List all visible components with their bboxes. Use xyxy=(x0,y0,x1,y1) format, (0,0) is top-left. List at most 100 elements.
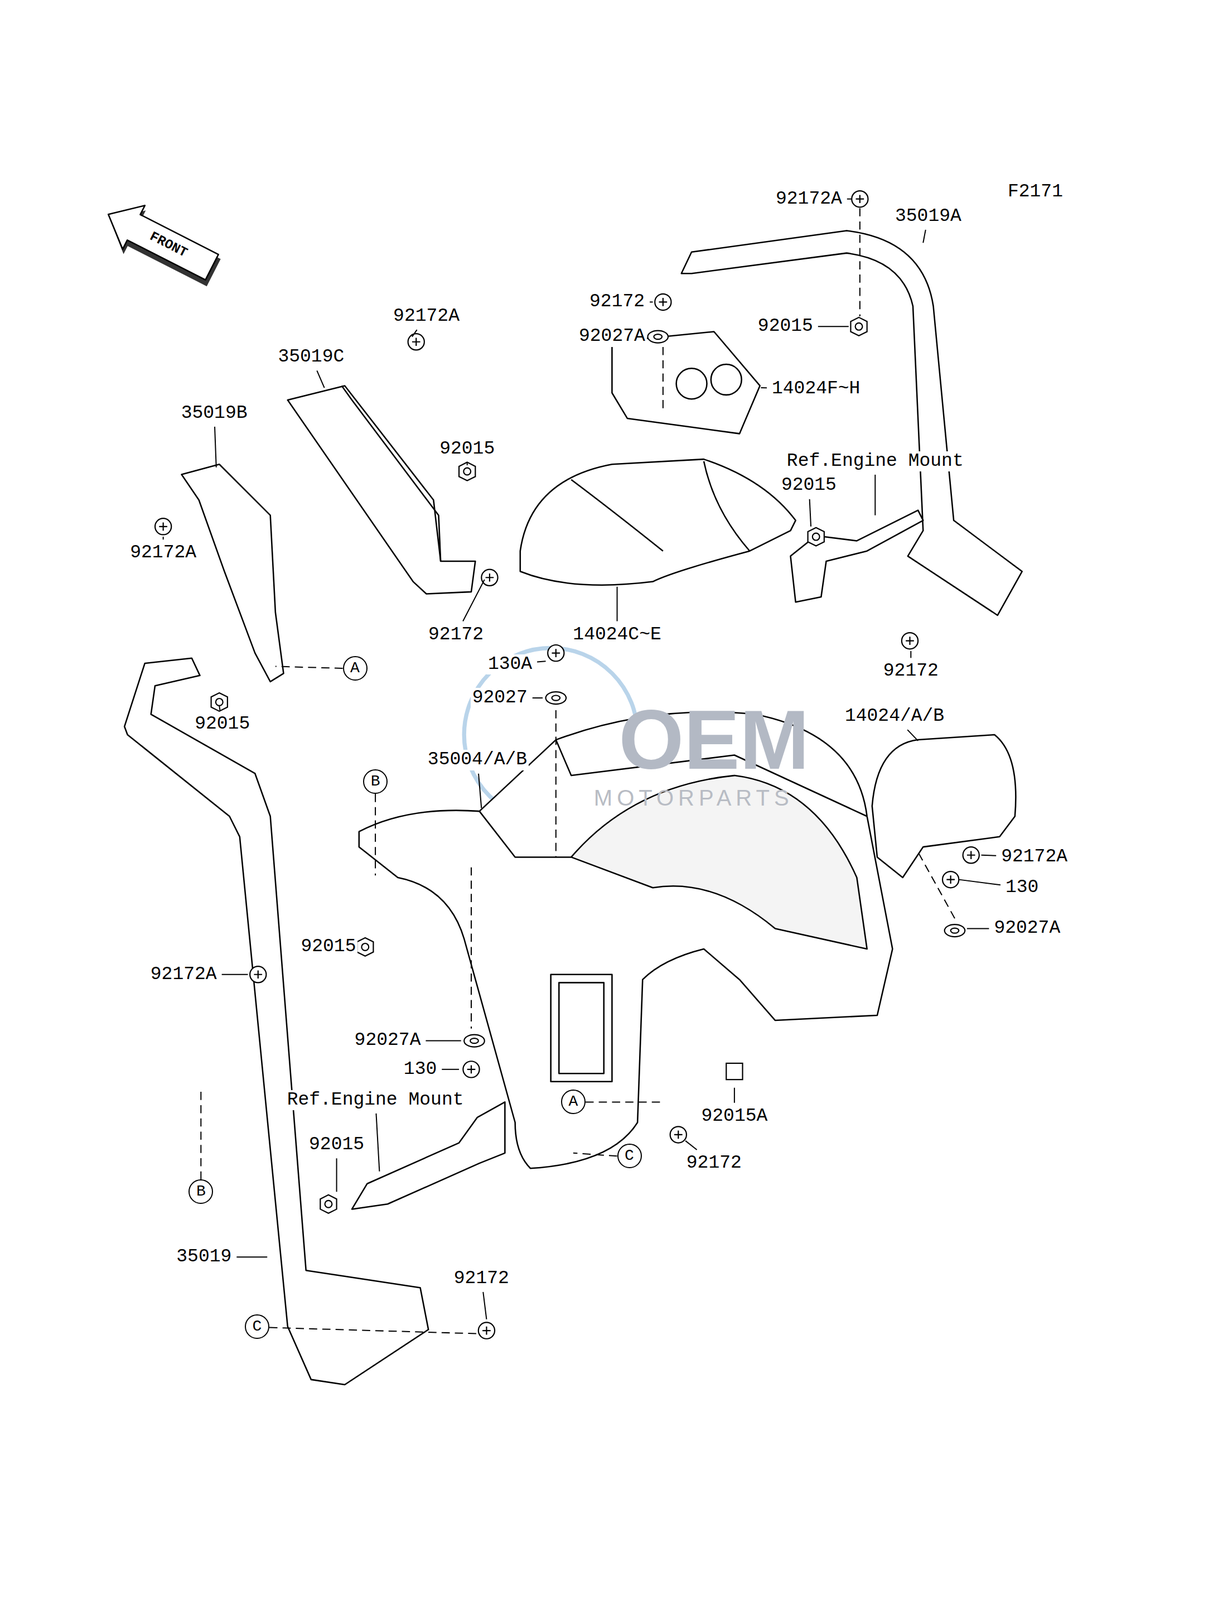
leader-line xyxy=(425,1040,461,1042)
dashed-line xyxy=(470,867,472,1029)
reference-letter: B xyxy=(370,773,381,790)
leader-line xyxy=(922,229,926,243)
part-number: 35019B xyxy=(179,403,250,424)
nut xyxy=(458,462,476,481)
leader-line xyxy=(958,879,1001,886)
bolt-cross xyxy=(674,1130,683,1139)
bolt-cross xyxy=(552,648,561,657)
dashed-line xyxy=(200,1091,202,1179)
fastener xyxy=(458,462,476,481)
part-number: 14024F~H xyxy=(770,378,862,399)
bolt-head xyxy=(851,190,868,207)
bolt-head xyxy=(654,293,671,311)
fastener xyxy=(654,293,671,311)
bolt-head xyxy=(249,965,267,983)
bolt-head xyxy=(462,1060,480,1077)
bolt-head xyxy=(963,846,980,863)
fastener xyxy=(851,190,868,207)
fastener xyxy=(726,1062,743,1080)
reference-circle: C xyxy=(244,1313,270,1339)
bolt-cross xyxy=(856,194,865,203)
fastener xyxy=(320,1194,337,1213)
nut xyxy=(808,527,825,546)
leader-line xyxy=(760,387,767,389)
part-number: 92172 xyxy=(587,291,647,312)
leader-line xyxy=(874,474,876,516)
part-number: 92015 xyxy=(756,316,815,337)
part-number: 92172 xyxy=(684,1152,744,1173)
nut-hole xyxy=(215,698,224,706)
washer-hole xyxy=(950,927,960,934)
dashed-line xyxy=(585,1100,666,1102)
dashed-line xyxy=(275,665,343,669)
fastener xyxy=(545,691,567,704)
fastener xyxy=(408,333,425,350)
reference-letter: B xyxy=(196,1183,206,1200)
engine-mount-bracket xyxy=(351,1101,505,1209)
watermark: MOTORPARTS xyxy=(593,785,794,810)
bolt-head xyxy=(901,632,918,649)
part-number: 92172A xyxy=(128,542,198,563)
leader-line xyxy=(466,462,468,466)
leader-line xyxy=(733,1087,736,1103)
part-number: 130A xyxy=(486,654,534,675)
bolt-cross xyxy=(967,850,976,859)
side-cover xyxy=(287,385,476,594)
watermark: OEM xyxy=(618,693,810,786)
leader-line xyxy=(412,329,418,337)
nut xyxy=(850,317,867,336)
bolt-head xyxy=(155,518,172,535)
part-number: 14024C~E xyxy=(571,624,663,645)
nut xyxy=(320,1194,337,1213)
washer xyxy=(647,330,669,343)
part-number: 92172 xyxy=(452,1268,511,1289)
bolt-cross xyxy=(412,337,421,346)
part-number: 92172A xyxy=(999,846,1070,867)
part-number: 14024/A/B xyxy=(843,706,946,727)
part-number: 92172 xyxy=(426,624,486,645)
side-cover-edge xyxy=(341,385,441,562)
fastener xyxy=(463,1034,485,1047)
washer xyxy=(463,1034,485,1047)
tray-hole xyxy=(676,368,708,399)
nut-hole xyxy=(463,467,471,476)
fastener xyxy=(249,965,267,983)
fastener xyxy=(155,518,172,535)
part-number: 92027A xyxy=(353,1030,423,1051)
bolt-cross xyxy=(482,1326,491,1335)
part-number: 35019C xyxy=(276,346,346,367)
leader-line xyxy=(316,370,325,388)
part-number: 92015 xyxy=(437,438,497,459)
dashed-line xyxy=(374,793,376,876)
bolt-head xyxy=(408,333,425,350)
leader-line xyxy=(162,536,164,540)
bolt-cross xyxy=(905,636,915,645)
washer-hole xyxy=(653,334,662,340)
part-number: 92015 xyxy=(298,936,358,957)
part-number: Ref.Engine Mount xyxy=(785,451,966,472)
parts xyxy=(95,192,1023,1385)
fastener xyxy=(670,1125,687,1143)
mud-flap-left xyxy=(124,658,429,1385)
fastener xyxy=(211,692,228,712)
nut xyxy=(356,937,374,956)
dashed-line xyxy=(555,709,557,857)
bolt-head xyxy=(547,644,564,661)
leader-line xyxy=(967,927,989,929)
washer-hole xyxy=(470,1037,479,1043)
fastener xyxy=(944,924,966,937)
part-number: F2171 xyxy=(1006,181,1065,202)
leader-line xyxy=(478,773,482,809)
bolt-head xyxy=(481,569,498,586)
front-cover xyxy=(520,458,796,586)
part-number: 130 xyxy=(1003,877,1041,898)
fastener xyxy=(942,871,959,888)
fender-opening xyxy=(571,775,867,949)
part-number: 35004/A/B xyxy=(426,749,529,770)
leader-line xyxy=(441,1068,459,1070)
dashed-line xyxy=(269,1327,478,1334)
nut-hole xyxy=(855,322,863,331)
leader-line xyxy=(532,697,543,699)
clip xyxy=(726,1062,743,1080)
